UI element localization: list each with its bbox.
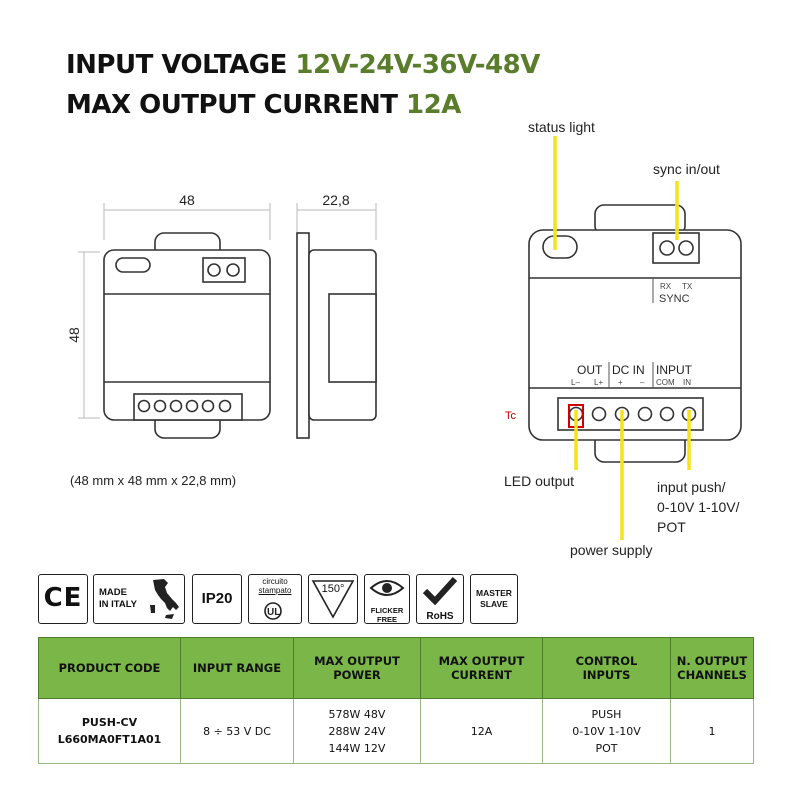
power-supply-label: power supply xyxy=(570,542,653,558)
tx-label: TX xyxy=(682,282,693,291)
out-group-label: OUT xyxy=(577,363,603,377)
heading-max-output-current: MAX OUTPUT CURRENT 12A xyxy=(66,90,461,120)
ip20-icon: IP20 xyxy=(192,574,242,624)
side-view-device xyxy=(296,232,377,439)
circuito-text: circuito xyxy=(262,577,288,586)
in-italy-text: IN ITALY xyxy=(99,599,138,610)
ul-mark-icon: UL xyxy=(264,602,282,620)
header-product-code: PRODUCT CODE xyxy=(38,637,181,699)
beam-angle-icon: 150° xyxy=(308,574,358,624)
wiring-device xyxy=(528,204,742,463)
heading-input-voltage-label: INPUT VOLTAGE xyxy=(66,50,296,80)
free-text: FREE xyxy=(376,615,397,624)
cell-output-channels: 1 xyxy=(670,698,754,764)
cell-max-output-current: 12A xyxy=(420,698,543,764)
input-push-label-3: POT xyxy=(657,519,686,535)
led-output-label: LED output xyxy=(504,473,574,489)
depth-dimension-label: 22,8 xyxy=(322,192,349,208)
made-in-italy-text: MADE IN ITALY xyxy=(99,587,137,611)
ce-mark-text: CE xyxy=(43,583,83,613)
beam-angle-text: 150° xyxy=(321,583,345,595)
italy-map-icon xyxy=(150,579,179,619)
master-text: MASTER xyxy=(476,588,512,598)
header-output-channels: N. OUTPUT CHANNELS xyxy=(670,637,754,699)
l-plus-label: L+ xyxy=(594,378,603,387)
com-label: COM xyxy=(656,378,675,387)
header-max-output-current: MAX OUTPUT CURRENT xyxy=(420,637,543,699)
rohs-icon: RoHS xyxy=(416,574,464,624)
status-light-label: status light xyxy=(528,119,595,135)
ce-mark-icon: CE xyxy=(38,574,88,624)
dimensions-caption: (48 mm x 48 mm x 22,8 mm) xyxy=(70,473,236,488)
sync-label: SYNC xyxy=(659,293,690,305)
cell-input-range: 8 ÷ 53 V DC xyxy=(180,698,294,764)
cell-control-inputs: PUSH 0-10V 1-10V POT xyxy=(542,698,671,764)
beam-angle-triangle-icon xyxy=(311,580,355,619)
l-minus-label: L– xyxy=(571,378,580,387)
in-label: IN xyxy=(683,378,691,387)
master-slave-text: MASTER SLAVE xyxy=(471,588,517,610)
pointer-lines xyxy=(553,136,691,540)
input-group-label: INPUT xyxy=(656,363,693,377)
height-dimension-label: 48 xyxy=(66,327,82,343)
svg-text:UL: UL xyxy=(267,607,280,618)
tc-label: Tc xyxy=(505,410,517,422)
table-row: PUSH-CV L660MA0FT1A01 8 ÷ 53 V DC 578W 4… xyxy=(38,698,754,764)
flicker-text: FLICKER xyxy=(370,606,404,615)
circuito-stampato-icon: circuito stampato UL xyxy=(248,574,302,624)
sync-inout-label: sync in/out xyxy=(653,161,720,177)
made-text: MADE xyxy=(99,587,127,598)
heading-input-voltage: INPUT VOLTAGE 12V-24V-36V-48V xyxy=(66,50,540,80)
cell-product-code: PUSH-CV L660MA0FT1A01 xyxy=(38,698,181,764)
flicker-free-icon: FLICKER FREE xyxy=(364,574,410,624)
cell-max-output-power: 578W 48V 288W 24V 144W 12V xyxy=(293,698,421,764)
rx-label: RX xyxy=(660,282,672,291)
slave-text: SLAVE xyxy=(480,599,508,609)
dimension-drawing: 48 22,8 48 (48 mm x 48 mm x 22,8 mm) xyxy=(66,119,742,558)
master-slave-icon: MASTER SLAVE xyxy=(470,574,518,624)
heading-max-output-current-label: MAX OUTPUT CURRENT xyxy=(66,90,407,120)
header-input-range: INPUT RANGE xyxy=(180,637,294,699)
input-push-label-1: input push/ xyxy=(657,479,726,495)
rohs-text: RoHS xyxy=(426,611,454,622)
plus-label: + xyxy=(618,378,623,387)
spec-table-header-row: PRODUCT CODE INPUT RANGE MAX OUTPUT POWE… xyxy=(38,637,754,699)
ip20-text: IP20 xyxy=(201,590,233,607)
checkmark-icon xyxy=(422,576,458,606)
header-max-output-power: MAX OUTPUT POWER xyxy=(293,637,421,699)
heading-max-output-current-value: 12A xyxy=(406,90,461,120)
minus-label: – xyxy=(640,378,645,387)
header-control-inputs: CONTROL INPUTS xyxy=(542,637,671,699)
wiring-group-dividers xyxy=(608,278,654,388)
stampato-text: stampato xyxy=(258,586,292,595)
input-push-label-2: 0-10V 1-10V/ xyxy=(657,499,740,515)
flicker-free-text: FLICKER FREE xyxy=(365,606,409,624)
dc-in-group-label: DC IN xyxy=(612,363,645,377)
spec-table: PRODUCT CODE INPUT RANGE MAX OUTPUT POWE… xyxy=(38,637,754,764)
front-dimension-lines xyxy=(78,203,377,419)
made-in-italy-icon: MADE IN ITALY xyxy=(93,574,185,624)
heading-input-voltage-value: 12V-24V-36V-48V xyxy=(295,50,540,80)
eye-icon xyxy=(369,580,405,596)
front-view-device xyxy=(103,232,271,439)
width-dimension-label: 48 xyxy=(179,192,195,208)
